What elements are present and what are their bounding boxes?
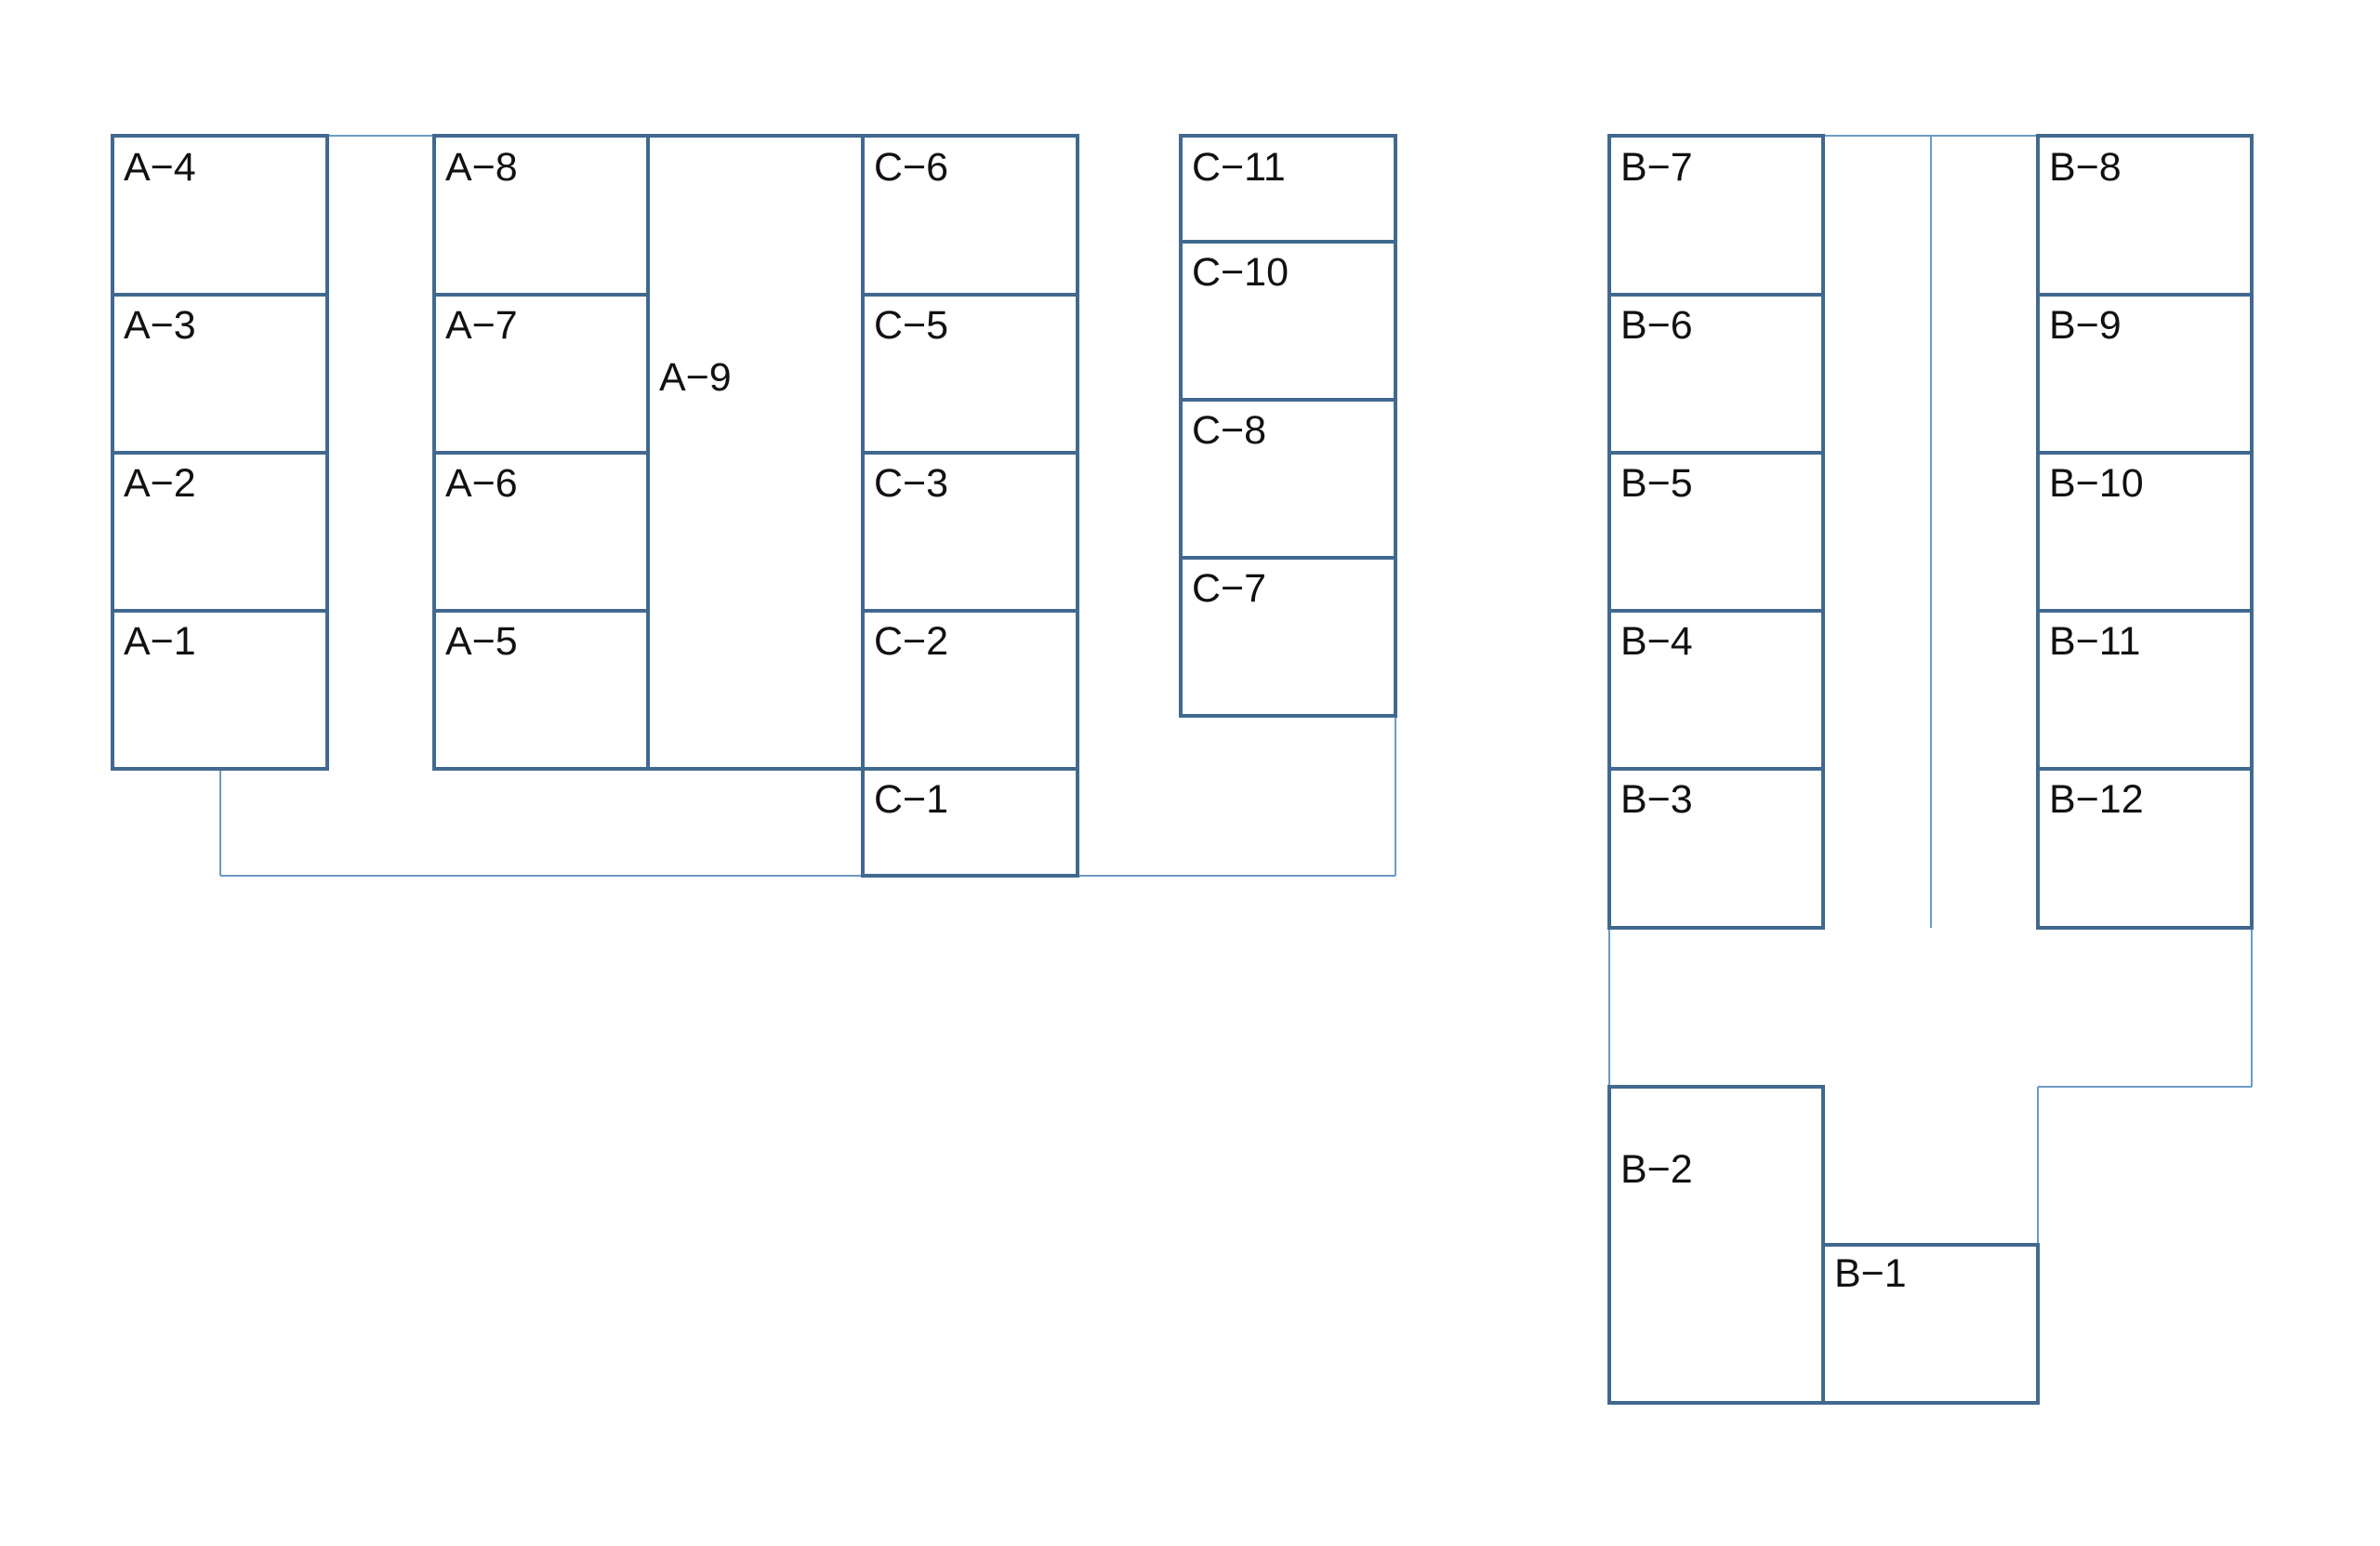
stall-a-5[interactable]: A−5 [432, 609, 650, 771]
stall-b-3[interactable]: B−3 [1607, 767, 1825, 930]
stall-label: A−2 [124, 461, 196, 506]
stall-c-11[interactable]: C−11 [1179, 134, 1397, 244]
stall-a-7[interactable]: A−7 [432, 293, 650, 455]
stall-label: B−10 [2049, 461, 2144, 506]
stall-c-3[interactable]: C−3 [861, 451, 1079, 613]
stall-label: B−4 [1620, 619, 1693, 664]
stall-label: C−8 [1192, 408, 1266, 453]
stall-label: B−12 [2049, 777, 2144, 822]
aisle-lines [219, 135, 2253, 1245]
stall-b-1[interactable]: B−1 [1821, 1243, 2040, 1405]
stall-c-5[interactable]: C−5 [861, 293, 1079, 455]
stall-c-2[interactable]: C−2 [861, 609, 1079, 771]
stall-label: C−10 [1192, 250, 1289, 295]
stall-label: C−3 [874, 461, 948, 506]
stall-b-4[interactable]: B−4 [1607, 609, 1825, 771]
stall-label: C−2 [874, 619, 948, 664]
stall-label: B−3 [1620, 777, 1693, 822]
stall-b-12[interactable]: B−12 [2036, 767, 2254, 930]
stall-b-10[interactable]: B−10 [2036, 451, 2254, 613]
stall-a-3[interactable]: A−3 [111, 293, 329, 455]
stall-label: A−7 [445, 303, 518, 348]
stall-label: C−6 [874, 145, 948, 190]
stall-c-7[interactable]: C−7 [1179, 556, 1397, 718]
stall-c-6[interactable]: C−6 [861, 134, 1079, 297]
stall-label: B−5 [1620, 461, 1693, 506]
stall-a-8[interactable]: A−8 [432, 134, 650, 297]
stall-label: B−6 [1620, 303, 1693, 348]
block-a-middle: A−8 A−7 A−6 A−5 A−9 [432, 134, 865, 771]
stall-b-8[interactable]: B−8 [2036, 134, 2254, 297]
stall-c-8[interactable]: C−8 [1179, 398, 1397, 560]
stall-b-11[interactable]: B−11 [2036, 609, 2254, 771]
stall-c-10[interactable]: C−10 [1179, 240, 1397, 402]
stall-b-5[interactable]: B−5 [1607, 451, 1825, 613]
stall-b-7[interactable]: B−7 [1607, 134, 1825, 297]
stall-a-2[interactable]: A−2 [111, 451, 329, 613]
stall-b-6[interactable]: B−6 [1607, 293, 1825, 455]
stall-label: B−2 [1620, 1147, 1693, 1192]
block-b-bottom: B−2 B−1 [1607, 1085, 2040, 1405]
stall-a-1[interactable]: A−1 [111, 609, 329, 771]
stall-label: A−3 [124, 303, 196, 348]
block-b-right: B−8 B−9 B−10 B−11 B−12 [2036, 134, 2254, 930]
stall-c-1[interactable]: C−1 [861, 767, 1079, 878]
stall-a-9[interactable]: A−9 [646, 134, 865, 771]
stall-label: A−8 [445, 145, 518, 190]
stall-b-2[interactable]: B−2 [1607, 1085, 1825, 1405]
stall-label: C−5 [874, 303, 948, 348]
block-a-left: A−4 A−3 A−2 A−1 [111, 134, 329, 771]
block-c-detached: C−11 C−10 C−8 C−7 [1179, 134, 1397, 718]
stall-a-4[interactable]: A−4 [111, 134, 329, 297]
stall-label: A−4 [124, 145, 196, 190]
block-c-main: C−6 C−5 C−3 C−2 C−1 [861, 134, 1079, 878]
stall-label: C−7 [1192, 566, 1266, 611]
block-b-left: B−7 B−6 B−5 B−4 B−3 [1607, 134, 1825, 930]
stall-label: B−7 [1620, 145, 1693, 190]
stall-label: A−9 [659, 355, 732, 400]
stall-label: B−1 [1834, 1251, 1907, 1296]
stall-label: A−6 [445, 461, 518, 506]
stall-label: B−8 [2049, 145, 2122, 190]
stall-label: C−1 [874, 777, 948, 822]
stall-label: B−9 [2049, 303, 2122, 348]
stall-a-6[interactable]: A−6 [432, 451, 650, 613]
stall-label: B−11 [2049, 619, 2140, 664]
stall-b-9[interactable]: B−9 [2036, 293, 2254, 455]
stall-label: A−1 [124, 619, 196, 664]
stall-label: C−11 [1192, 145, 1286, 190]
stall-label: A−5 [445, 619, 518, 664]
